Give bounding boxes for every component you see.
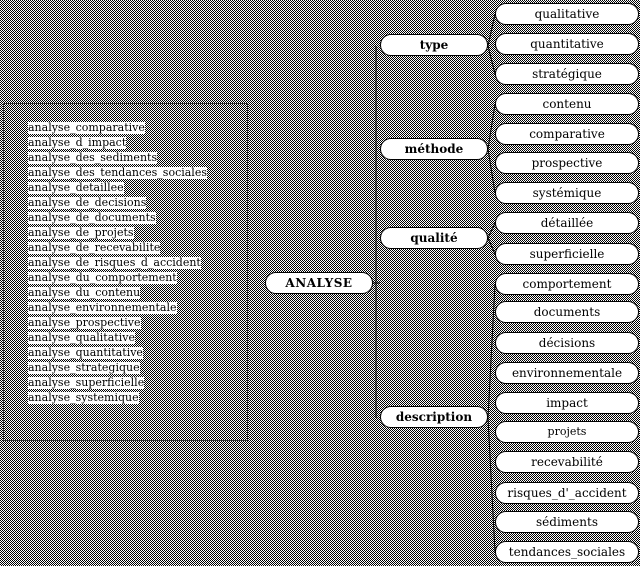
- list-item: analyse_detaillee: [28, 181, 124, 194]
- value-node-risques-d-accident[interactable]: risques_d'_accident: [495, 482, 639, 504]
- value-node-strategique[interactable]: stratégique: [495, 63, 639, 85]
- list-item: analyse_systemique: [28, 391, 139, 404]
- list-item: analyse_strategique: [28, 361, 140, 374]
- value-node-recevabilite[interactable]: recevabilité: [495, 451, 639, 473]
- list-item: analyse_du_contenu: [28, 286, 141, 299]
- root-node-analyse[interactable]: ANALYSE: [265, 272, 373, 294]
- category-node-type[interactable]: type: [380, 34, 488, 56]
- list-item: analyse_prospective: [28, 316, 141, 329]
- list-item: analyse_des_sediments: [28, 151, 158, 164]
- value-node-comparative[interactable]: comparative: [495, 123, 639, 145]
- list-item: analyse_quantitative: [28, 346, 143, 359]
- category-node-methode[interactable]: méthode: [380, 138, 488, 160]
- value-node-documents[interactable]: documents: [495, 301, 639, 323]
- list-item: analyse_qualitative: [28, 331, 135, 344]
- list-item: analyse_du_comportement: [28, 271, 177, 284]
- value-node-environnementale[interactable]: environnementale: [495, 362, 639, 384]
- list-item: analyse_de_risques_d_accident: [28, 256, 201, 269]
- list-item: analyse_comparative: [28, 121, 145, 134]
- list-item: analyse_de_decisions: [28, 196, 147, 209]
- list-item: analyse_environnementale: [28, 301, 177, 314]
- value-node-superficielle[interactable]: superficielle: [495, 243, 639, 265]
- value-node-quantitative[interactable]: quantitative: [495, 33, 639, 55]
- value-node-qualitative[interactable]: qualitative: [495, 3, 639, 25]
- value-node-systemique[interactable]: systémique: [495, 182, 639, 204]
- value-node-sediments[interactable]: sédiments: [495, 511, 639, 533]
- category-node-qualite[interactable]: qualité: [380, 227, 488, 249]
- list-item: analyse_d_impact: [28, 136, 127, 149]
- value-node-contenu[interactable]: contenu: [495, 93, 639, 115]
- value-node-prospective[interactable]: prospective: [495, 152, 639, 174]
- list-item: analyse_superficielle: [28, 376, 145, 389]
- value-node-impact[interactable]: impact: [495, 392, 639, 414]
- value-node-detaillee[interactable]: détaillée: [495, 212, 639, 234]
- list-item: analyse_des_tendances_sociales: [28, 166, 207, 179]
- list-item: analyse_de_recevabilite: [28, 241, 161, 254]
- category-node-description[interactable]: description: [380, 406, 488, 428]
- list-item: analyse_de_documents: [28, 211, 156, 224]
- value-node-comportement[interactable]: comportement: [495, 273, 639, 295]
- analyse-list-panel: analyse_comparative analyse_d_impact ana…: [3, 103, 248, 441]
- list-item: analyse_de_projets: [28, 226, 134, 239]
- value-node-projets[interactable]: projets: [495, 421, 639, 443]
- value-node-decisions[interactable]: décisions: [495, 332, 639, 354]
- value-node-tendances-sociales[interactable]: tendances_sociales: [495, 541, 639, 563]
